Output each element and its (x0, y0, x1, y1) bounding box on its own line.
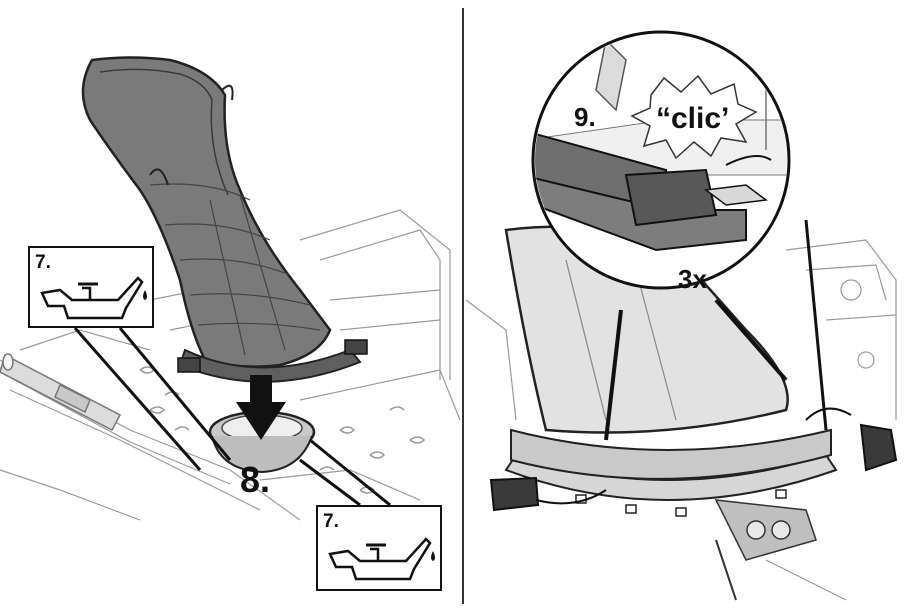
step-8-label: 8. (240, 459, 271, 500)
leader-lines (73, 327, 391, 507)
left-panel: 8. 7. 7. (0, 56, 461, 591)
step-7-label-top: 7. (35, 252, 51, 273)
oil-box-bottom: 7. (316, 505, 442, 591)
right-illustration (466, 30, 898, 601)
machine-background (466, 239, 897, 601)
clic-sound-label: “clic’ (656, 102, 730, 135)
chute (81, 56, 368, 383)
right-panel: 9. “clic’ 3x (466, 0, 906, 609)
down-arrow-icon (236, 375, 286, 440)
step-9-label: 9. (574, 102, 596, 132)
leader-lines (604, 219, 828, 441)
panel-divider (462, 8, 464, 604)
pipe (0, 353, 122, 432)
oil-can-icon (40, 276, 147, 320)
machine-background (0, 209, 461, 521)
chute (489, 225, 898, 601)
oil-can-icon (328, 537, 435, 581)
ring-socket (208, 410, 316, 474)
pattern-marks (139, 366, 426, 494)
step-7-label-bottom: 7. (323, 511, 339, 532)
clic-burst (630, 74, 758, 160)
oil-box-top: 7. (28, 246, 154, 328)
multiplier-label: 3x (678, 264, 707, 294)
left-illustration (0, 56, 461, 521)
